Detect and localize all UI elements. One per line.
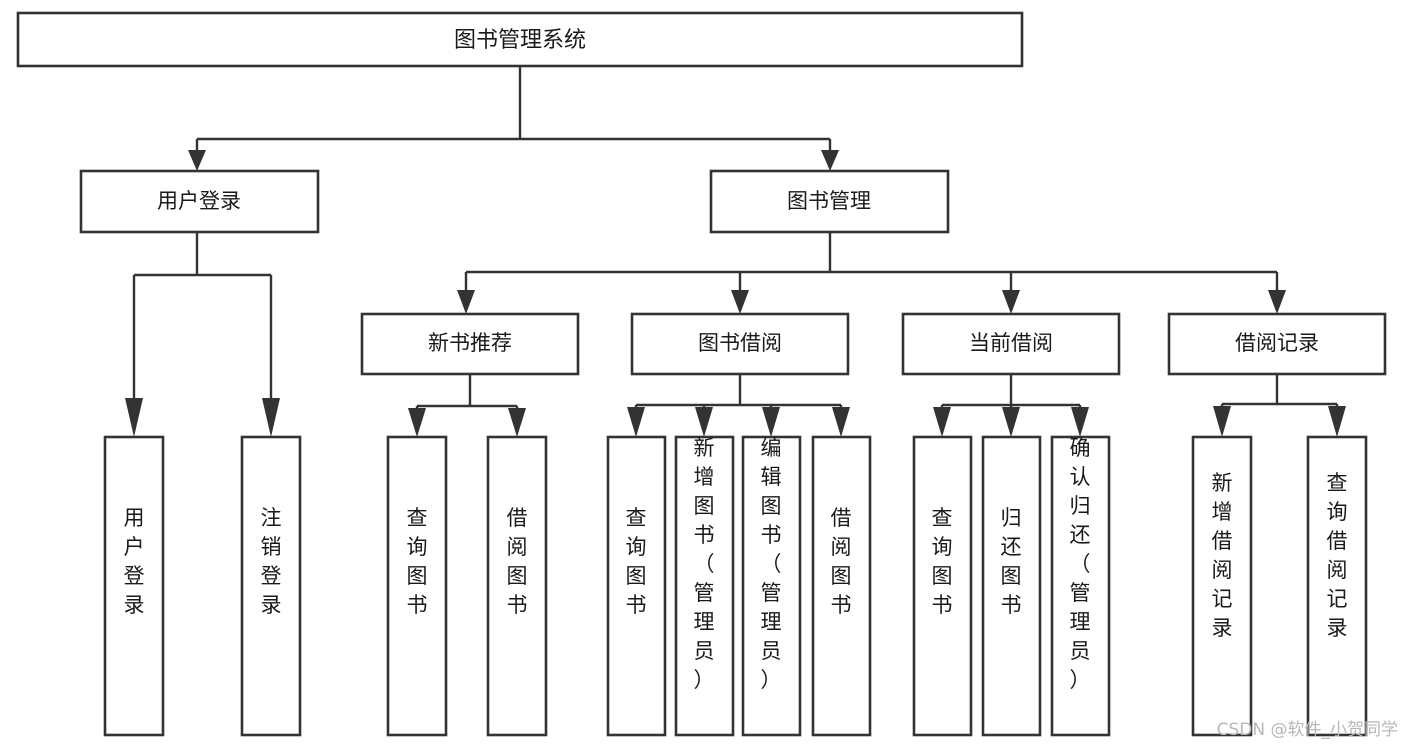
- arrow-to-book-borrow: [731, 290, 749, 314]
- leaf-nb-query-book-box: [386, 435, 448, 737]
- arrow-to-new-book: [457, 290, 475, 314]
- leaf-br-query-record[interactable]: 查询借阅记录: [1306, 435, 1368, 737]
- node-user-login[interactable]: 用户登录: [79, 169, 320, 234]
- arrow-to-book-manage: [821, 150, 839, 171]
- leaf-cb-query-book[interactable]: 查询图书: [912, 435, 973, 737]
- arrow-to-user-login: [188, 150, 206, 171]
- leaf-cb-query-book-box: [912, 435, 973, 737]
- arrow-bb-edit-book: [762, 407, 780, 437]
- node-new-book-recommend[interactable]: 新书推荐: [360, 312, 580, 376]
- leaf-logout-box: [240, 435, 302, 737]
- leaf-bb-edit-book-box: [741, 435, 802, 737]
- leaf-bb-borrow-book-box: [811, 435, 872, 737]
- leaf-cb-return-book[interactable]: 归还图书: [981, 435, 1042, 737]
- connector-edges: [125, 66, 1346, 437]
- node-book-borrow[interactable]: 图书借阅: [630, 312, 850, 376]
- node-borrow-record-box: [1167, 312, 1387, 376]
- leaf-bb-borrow-book-label: 借阅图书: [831, 506, 852, 617]
- leaf-br-query-record-box: [1306, 435, 1368, 737]
- leaf-nb-query-book-label: 查询图书: [407, 506, 428, 617]
- node-user-login-label: 用户登录: [157, 189, 241, 213]
- arrow-cb-query-book: [933, 407, 951, 437]
- leaf-bb-query-book[interactable]: 查询图书: [606, 435, 667, 737]
- node-root-system[interactable]: 图书管理系统: [16, 11, 1024, 68]
- node-book-management-label: 图书管理: [787, 189, 871, 213]
- arrow-to-leaf-user-login: [125, 398, 143, 437]
- watermark-label: CSDN @软件_小贺同学: [1217, 720, 1398, 740]
- leaf-bb-add-book-box: [674, 435, 735, 737]
- leaf-cb-confirm-return-label: 确认归还（管理员）: [1070, 436, 1091, 692]
- leaf-cb-query-book-label: 查询图书: [932, 506, 953, 617]
- leaf-logout-label: 注销登录: [261, 506, 282, 617]
- leaf-logout[interactable]: 注销登录: [240, 435, 302, 737]
- arrow-bb-query-book: [627, 407, 645, 437]
- arrow-nb-borrow-book: [508, 408, 526, 437]
- leaf-user-login[interactable]: 用户登录: [103, 435, 165, 737]
- leaf-cb-return-book-label: 归还图书: [1001, 506, 1022, 617]
- node-user-login-box: [79, 169, 320, 234]
- leaf-bb-edit-book[interactable]: 编辑图书（管理员）: [741, 435, 802, 737]
- node-borrow-record-label: 借阅记录: [1235, 331, 1319, 355]
- arrow-br-query-record: [1328, 406, 1346, 437]
- leaf-nb-borrow-book[interactable]: 借阅图书: [486, 435, 548, 737]
- node-new-book-recommend-box: [360, 312, 580, 376]
- leaf-br-add-record-label: 新增借阅记录: [1212, 471, 1233, 640]
- leaf-br-add-record[interactable]: 新增借阅记录: [1191, 435, 1253, 737]
- leaf-bb-add-book[interactable]: 新增图书（管理员）: [674, 435, 735, 737]
- arrow-to-current-borrow: [1002, 290, 1020, 314]
- node-book-management[interactable]: 图书管理: [709, 169, 950, 234]
- arrow-bb-borrow-book: [832, 407, 850, 437]
- leaf-br-add-record-box: [1191, 435, 1253, 737]
- leaf-bb-query-book-box: [606, 435, 667, 737]
- arrow-to-leaf-logout: [262, 398, 280, 437]
- node-current-borrow[interactable]: 当前借阅: [901, 312, 1121, 376]
- arrow-cb-confirm-return: [1071, 407, 1089, 437]
- arrow-bb-add-book: [695, 407, 713, 437]
- node-new-book-recommend-label: 新书推荐: [428, 331, 512, 355]
- leaf-nb-borrow-book-box: [486, 435, 548, 737]
- leaf-cb-confirm-return[interactable]: 确认归还（管理员）: [1050, 435, 1111, 737]
- arrow-nb-query-book: [408, 408, 426, 437]
- leaf-bb-add-book-label: 新增图书（管理员）: [694, 436, 715, 692]
- node-book-borrow-label: 图书借阅: [698, 331, 782, 355]
- leaf-br-query-record-label: 查询借阅记录: [1327, 471, 1348, 640]
- node-borrow-record[interactable]: 借阅记录: [1167, 312, 1387, 376]
- leaf-user-login-label: 用户登录: [124, 506, 145, 617]
- leaf-bb-borrow-book[interactable]: 借阅图书: [811, 435, 872, 737]
- leaf-nb-borrow-book-label: 借阅图书: [507, 506, 528, 617]
- arrow-to-borrow-record: [1268, 290, 1286, 314]
- node-root-box: [16, 11, 1024, 68]
- leaf-cb-confirm-return-box: [1050, 435, 1111, 737]
- node-book-management-box: [709, 169, 950, 234]
- node-current-borrow-label: 当前借阅: [969, 331, 1053, 355]
- leaf-user-login-box: [103, 435, 165, 737]
- node-root-label: 图书管理系统: [454, 28, 586, 53]
- leaf-bb-edit-book-label: 编辑图书（管理员）: [761, 436, 782, 692]
- arrow-cb-return-book: [1002, 407, 1020, 437]
- leaf-nb-query-book[interactable]: 查询图书: [386, 435, 448, 737]
- leaf-bb-query-book-label: 查询图书: [626, 506, 647, 617]
- node-current-borrow-box: [901, 312, 1121, 376]
- node-book-borrow-box: [630, 312, 850, 376]
- leaf-cb-return-book-box: [981, 435, 1042, 737]
- arrow-br-add-record: [1213, 406, 1231, 437]
